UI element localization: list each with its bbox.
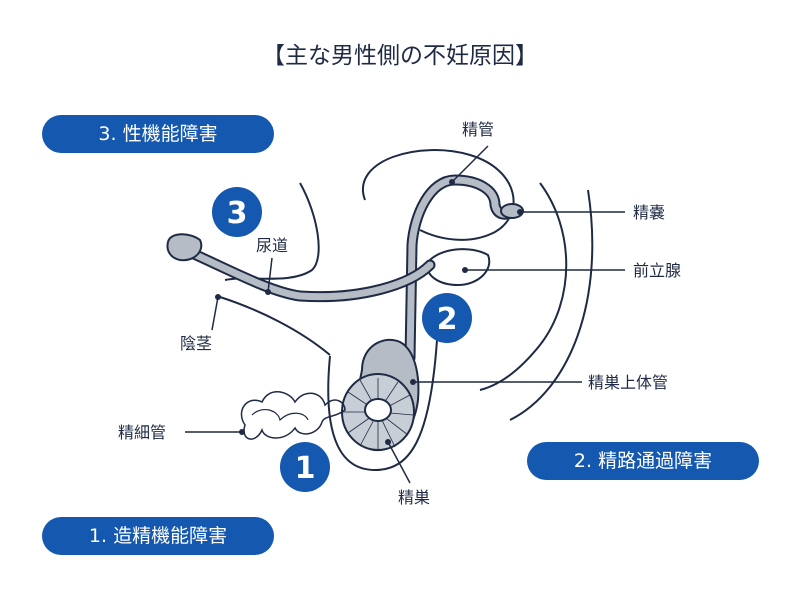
label-testis: 精巣 bbox=[398, 488, 430, 507]
bladder-outline bbox=[362, 149, 515, 241]
number-3: 3 bbox=[227, 196, 248, 231]
number-circle-2 bbox=[422, 293, 472, 343]
rete-testis bbox=[364, 398, 392, 422]
back-outline bbox=[509, 189, 594, 421]
prostate bbox=[426, 248, 491, 287]
badge-ductal-obstruction: 2. 精路通過障害 bbox=[527, 442, 759, 480]
badge-spermatogenic-dysfunction: 1. 造精機能障害 bbox=[42, 517, 274, 555]
scrotum-outline bbox=[327, 339, 438, 472]
label-urethra: 尿道 bbox=[256, 236, 288, 255]
pelvis-outline bbox=[479, 182, 568, 391]
label-seminiferous-tubule: 精細管 bbox=[118, 423, 166, 442]
penis-underside-outline bbox=[219, 296, 331, 356]
seminal-vesicle bbox=[500, 203, 524, 219]
number-2: 2 bbox=[437, 302, 458, 337]
number-circle-3 bbox=[212, 187, 262, 237]
seminiferous-tubule-inner bbox=[251, 408, 309, 422]
number-circle-1 bbox=[280, 442, 330, 492]
figure-title: 【主な男性側の不妊原因】 bbox=[262, 43, 538, 69]
seminiferous-tubule bbox=[240, 391, 346, 440]
number-1: 1 bbox=[295, 451, 316, 486]
label-vas-deferens: 精管 bbox=[462, 120, 494, 139]
label-epididymal-duct: 精巣上体管 bbox=[588, 373, 668, 392]
label-prostate: 前立腺 bbox=[633, 261, 681, 280]
glans bbox=[166, 233, 203, 262]
urethra bbox=[181, 246, 434, 301]
badge-sexual-dysfunction: 3. 性機能障害 bbox=[42, 115, 274, 153]
leader-lines bbox=[185, 145, 625, 484]
label-penis: 陰茎 bbox=[180, 334, 212, 353]
leader-dots bbox=[215, 179, 523, 445]
label-seminal-vesicle: 精嚢 bbox=[633, 203, 665, 222]
